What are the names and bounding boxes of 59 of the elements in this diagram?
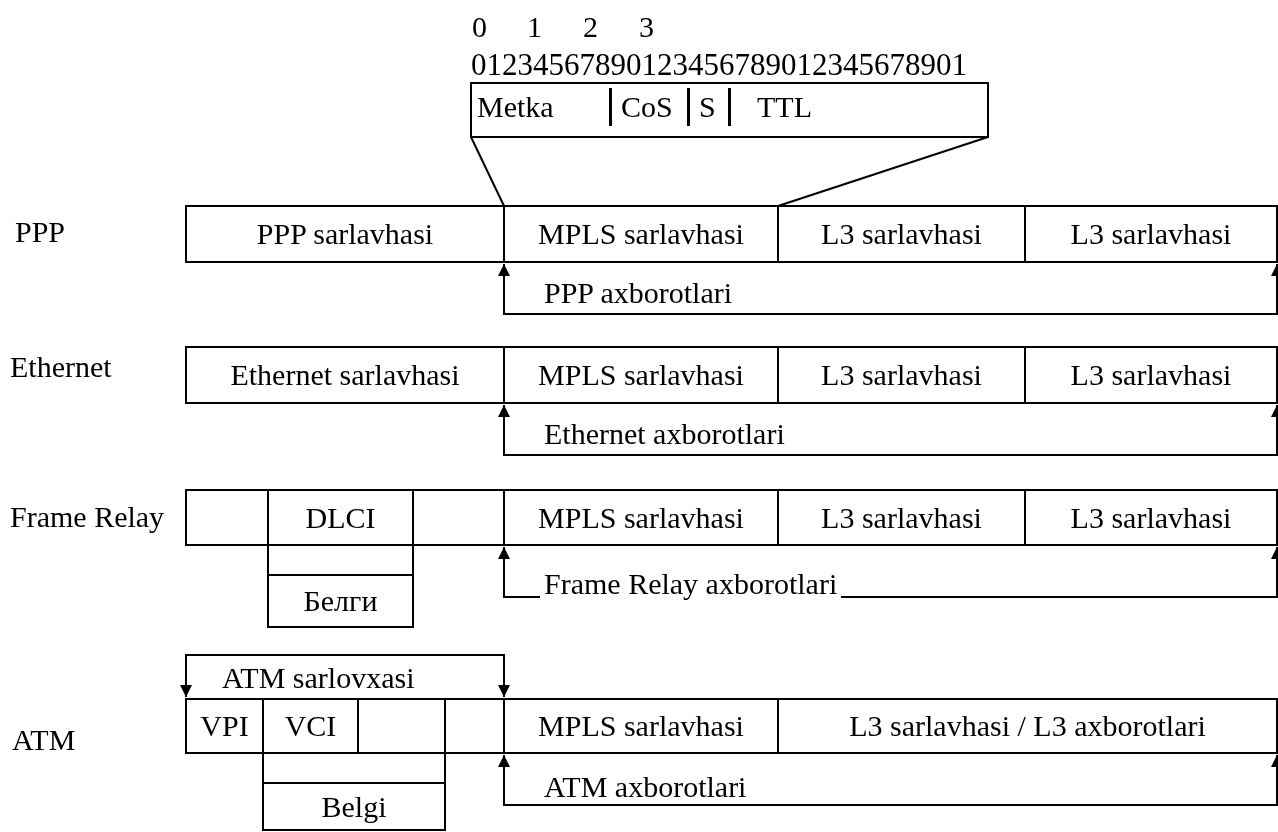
frame-field [777, 205, 1026, 263]
frame-field [262, 752, 446, 784]
field-label: MPLS sarlavhasi [538, 360, 744, 390]
row-label: Ethernet [10, 352, 112, 382]
bit-number: 2 [583, 12, 598, 42]
field-label: L3 sarlavhasi [1070, 502, 1232, 533]
field-label: VCI [284, 711, 337, 741]
frame-field [267, 574, 414, 628]
field-label: Belgi [321, 791, 387, 822]
frame-field [185, 346, 505, 404]
row-label: ATM [12, 725, 76, 755]
bit-number: 0 [472, 12, 487, 42]
frame-field [1024, 346, 1278, 404]
field-label: L3 sarlavhasi / L3 axborotlari [849, 711, 1206, 741]
frame-field [267, 544, 414, 576]
zoom-line [777, 136, 989, 207]
frame-field [503, 205, 779, 263]
field-label: Белги [303, 586, 378, 616]
bit-number: 1 [527, 12, 542, 42]
field-label: MPLS sarlavhasi [538, 502, 744, 533]
label-format-box [470, 82, 989, 138]
field-label: VPI [200, 711, 249, 741]
span-arrow [498, 404, 1278, 456]
frame-field [503, 698, 779, 754]
frame-field [185, 205, 505, 263]
field-label: MPLS sarlavhasi [538, 219, 744, 249]
row-label: Frame Relay [10, 502, 165, 532]
field-label: L3 sarlavhasi [821, 360, 982, 390]
field-label: PPP sarlavhasi [256, 219, 434, 249]
frame-field [185, 698, 264, 754]
frame-field [777, 346, 1026, 404]
frame-field [503, 489, 779, 546]
field-label: L3 sarlavhasi [821, 219, 982, 249]
field-label: L3 sarlavhasi [1070, 219, 1232, 249]
frame-field [444, 698, 505, 754]
field-label: S [699, 92, 716, 122]
frame-field [185, 489, 269, 546]
field-label: L3 sarlavhasi [821, 502, 982, 533]
bit-number: 3 [639, 12, 654, 42]
frame-field [412, 489, 505, 546]
field-label: MPLS sarlavhasi [538, 711, 744, 741]
frame-field [1024, 205, 1278, 263]
span-arrow [498, 754, 1278, 806]
frame-field [1024, 489, 1278, 546]
frame-field [777, 698, 1278, 754]
span-arrow [498, 263, 1278, 315]
bit-ruler: 01234567890123456789012345678901 [471, 49, 967, 80]
field-label: Metka [477, 92, 554, 122]
row-label: PPP [15, 217, 66, 247]
field-label: Ethernet sarlavhasi [230, 360, 460, 390]
frame-field [262, 782, 446, 831]
field-label: CoS [621, 92, 673, 122]
frame-field [503, 346, 779, 404]
span-arrow [180, 654, 510, 698]
zoom-line [470, 136, 505, 207]
field-label: DLCI [305, 502, 376, 533]
frame-field [777, 489, 1026, 546]
field-label: L3 sarlavhasi [1070, 360, 1232, 390]
field-label: TTL [757, 92, 812, 122]
